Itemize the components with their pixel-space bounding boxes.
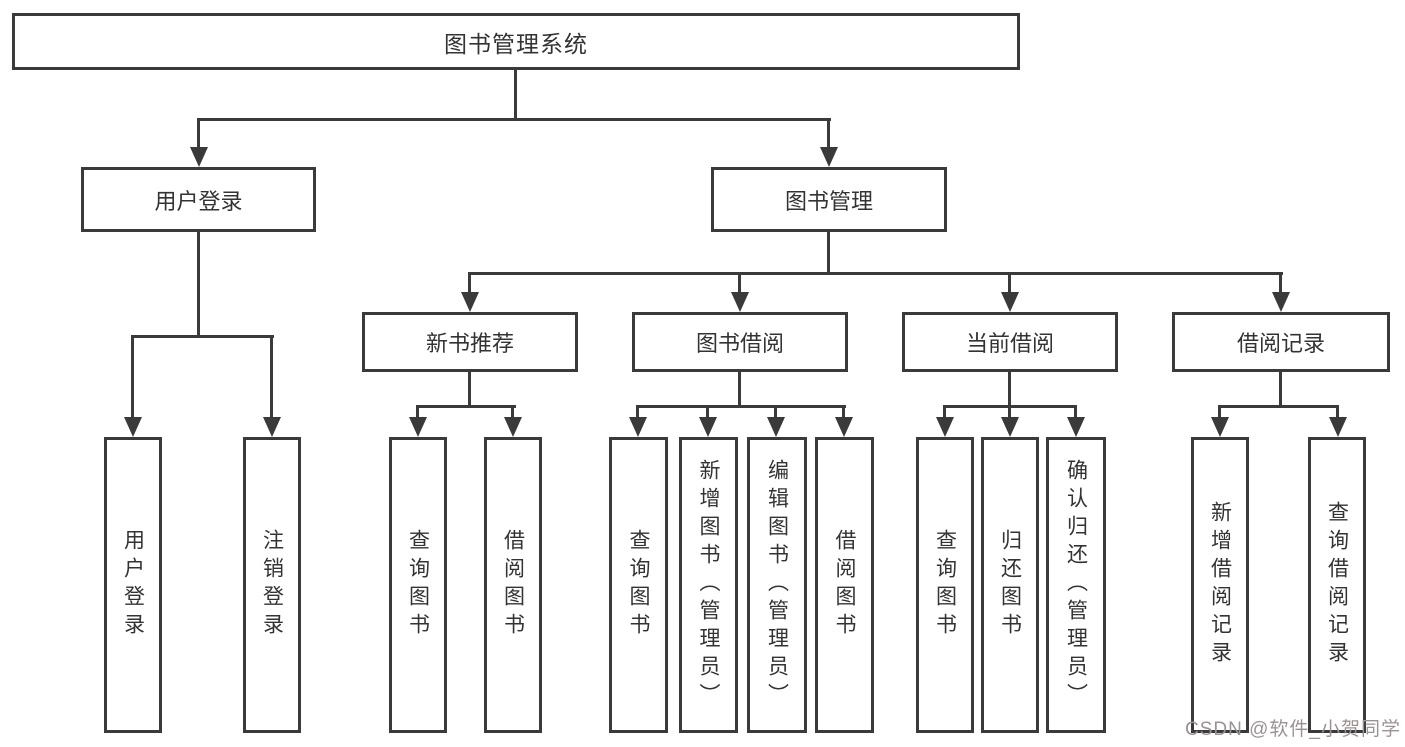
- node-query-borrow-record: 查询借阅记录: [1308, 437, 1366, 733]
- arrow-down-icon: [1211, 417, 1229, 437]
- node-label: 图书借阅: [695, 331, 784, 356]
- connector: [774, 405, 777, 419]
- watermark: CSDN @软件_小贺同学: [1185, 719, 1401, 740]
- node-label: 借阅图书: [501, 529, 525, 641]
- node-label: 当前借阅: [965, 331, 1054, 356]
- connector: [1008, 272, 1011, 294]
- node-label: 查询借阅记录: [1325, 501, 1349, 669]
- arrow-down-icon: [124, 417, 142, 437]
- connector: [1074, 405, 1077, 419]
- arrow-down-icon: [699, 417, 717, 437]
- arrow-down-icon: [461, 292, 479, 312]
- arrow-down-icon: [1272, 292, 1290, 312]
- arrow-down-icon: [1329, 417, 1347, 437]
- connector: [827, 118, 830, 150]
- node-add-books-admin: 新增图书（管理员）: [679, 437, 738, 733]
- node-label: 新增图书（管理员）: [697, 459, 720, 711]
- connector: [416, 405, 419, 419]
- connector: [1336, 405, 1339, 419]
- connector: [827, 232, 830, 272]
- node-logout: 注销登录: [243, 437, 301, 733]
- connector: [468, 372, 471, 405]
- connector: [842, 405, 845, 419]
- node-user-login-leaf: 用户登录: [104, 437, 162, 733]
- connector: [511, 405, 514, 419]
- node-book-management: 图书管理: [711, 167, 947, 232]
- node-label: 查询图书: [933, 529, 957, 641]
- node-borrow-records: 借阅记录: [1172, 312, 1390, 372]
- node-label: 借阅记录: [1236, 331, 1325, 356]
- node-user-login: 用户登录: [81, 167, 316, 232]
- connector: [131, 335, 134, 418]
- node-label: 编辑图书（管理员）: [765, 459, 789, 711]
- node-label: 图书管理: [784, 188, 873, 214]
- connector: [1008, 405, 1011, 419]
- node-label: 用户登录: [154, 188, 243, 214]
- node-borrow-books: 借阅图书: [484, 437, 542, 733]
- arrow-down-icon: [767, 417, 785, 437]
- arrow-down-icon: [629, 417, 647, 437]
- node-label: 查询图书: [627, 529, 650, 641]
- node-query-books: 查询图书: [609, 437, 668, 733]
- arrow-down-icon: [936, 417, 954, 437]
- arrow-down-icon: [1001, 417, 1019, 437]
- arrow-down-icon: [835, 417, 853, 437]
- connector: [943, 405, 946, 419]
- node-label: 用户登录: [121, 529, 145, 641]
- node-label: 借阅图书: [833, 529, 856, 641]
- node-return-books: 归还图书: [981, 437, 1039, 733]
- connector: [636, 405, 639, 419]
- connector: [706, 405, 709, 419]
- connector: [197, 232, 200, 335]
- node-query-books: 查询图书: [916, 437, 974, 733]
- node-label: 新增借阅记录: [1208, 501, 1232, 669]
- connector: [1279, 372, 1282, 405]
- node-book-borrow: 图书借阅: [632, 312, 848, 372]
- arrow-down-icon: [504, 417, 522, 437]
- connector: [636, 405, 846, 408]
- connector: [514, 70, 517, 119]
- node-label: 确认归还（管理员）: [1064, 459, 1088, 711]
- arrow-down-icon: [1067, 417, 1085, 437]
- node-edit-books-admin: 编辑图书（管理员）: [747, 437, 807, 733]
- node-confirm-return-admin: 确认归还（管理员）: [1046, 437, 1106, 733]
- connector: [1218, 405, 1339, 408]
- node-label: 归还图书: [998, 529, 1022, 641]
- connector: [270, 335, 273, 418]
- arrow-down-icon: [190, 147, 208, 167]
- arrow-down-icon: [263, 417, 281, 437]
- node-current-borrow: 当前借阅: [902, 312, 1118, 372]
- connector: [468, 272, 471, 294]
- node-new-book-recommend: 新书推荐: [362, 312, 578, 372]
- node-library-system: 图书管理系统: [12, 13, 1020, 70]
- connector: [197, 118, 200, 150]
- connector: [738, 372, 741, 405]
- connector: [1218, 405, 1221, 419]
- node-label: 新书推荐: [425, 331, 514, 356]
- connector: [416, 405, 516, 408]
- connector: [1279, 272, 1282, 294]
- connector: [738, 272, 741, 294]
- arrow-down-icon: [820, 147, 838, 167]
- connector: [468, 272, 1283, 275]
- connector: [131, 335, 274, 338]
- node-label: 图书管理系统: [444, 30, 588, 57]
- node-add-borrow-record: 新增借阅记录: [1191, 437, 1249, 733]
- connector: [197, 118, 831, 121]
- node-label: 注销登录: [260, 529, 284, 641]
- node-label: 查询图书: [406, 529, 430, 641]
- connector: [1008, 372, 1011, 405]
- arrow-down-icon: [1001, 292, 1019, 312]
- node-query-books: 查询图书: [389, 437, 447, 733]
- node-borrow-books: 借阅图书: [815, 437, 874, 733]
- arrow-down-icon: [409, 417, 427, 437]
- arrow-down-icon: [731, 292, 749, 312]
